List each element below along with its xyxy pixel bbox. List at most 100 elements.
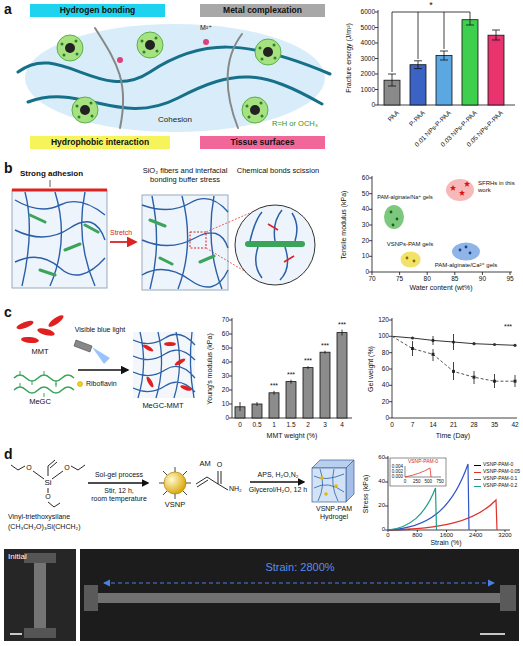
crosslink-schematic-part (78, 382, 83, 387)
compound-label: VSNP-PAM Hydrogel (303, 505, 365, 521)
callout: MeGC-MMT (142, 402, 183, 411)
callout: Riboflavin (86, 380, 117, 388)
significance-mark: *** (304, 357, 312, 365)
synthesis-scheme-part (11, 460, 85, 507)
stretch-schematic-part (150, 220, 214, 264)
youngs-bar-chart-part-part (320, 352, 330, 418)
stress-strain-chart (385, 456, 510, 532)
tick-label: 80 (382, 349, 389, 356)
synthesis-scheme-part-part (334, 484, 338, 488)
synthesis-scheme (11, 460, 354, 507)
label-bar: Hydrogen bonding (30, 4, 165, 17)
tick-label: 500 (425, 479, 433, 484)
crosslink-schematic-part-part (180, 384, 193, 392)
tick-label: 60 (378, 454, 385, 461)
axis-title: Young's modulus (kPa) (206, 333, 214, 405)
crosslink-schematic-part-part (21, 336, 39, 344)
stretch-schematic-part (12, 189, 107, 192)
stretch-photo-part (84, 585, 98, 611)
gel-weight-chart-part-part (411, 336, 414, 339)
stretch-schematic-part (142, 195, 228, 290)
tick-label: 0 (390, 421, 394, 428)
tick-label: 21 (450, 421, 457, 428)
panel-letter: a (4, 1, 12, 17)
gel-weight-chart-part (411, 336, 517, 382)
stretch-photo-part (10, 633, 22, 635)
modulus-scatter-part (446, 179, 474, 201)
note: R=H or OCH₃ (272, 120, 318, 129)
atom-label: O (45, 493, 50, 501)
axis-title: Fracture energy (J/m²) (345, 23, 353, 93)
callout: Chemical bonds scission (237, 167, 320, 176)
reaction-condition: room temperature (91, 495, 147, 503)
adhesion-schematic-part (25, 24, 325, 132)
youngs-bar-chart-part (235, 333, 347, 418)
tick-label: 3000 (361, 55, 375, 62)
crosslink-schematic-part-part (47, 313, 65, 328)
stretch-schematic-part (110, 241, 136, 243)
tick-label: 1000 (361, 86, 375, 93)
atom-label: O (64, 464, 69, 472)
adhesion-schematic-part (242, 97, 268, 123)
tick-label: 800 (412, 532, 422, 539)
tick-label: 0.002 (392, 469, 403, 474)
reaction-condition: APS, H₂O,N₂ (258, 471, 299, 479)
tick-label: 4 (340, 421, 344, 428)
axis-title: Gel weight (%) (367, 346, 375, 392)
stretch-schematic (12, 180, 315, 290)
youngs-bar-chart-part (229, 320, 232, 418)
bar-text: Tissue surfaces (230, 137, 294, 147)
tick-label: 40 (222, 358, 229, 365)
fracture-chart (375, 10, 515, 105)
tick-label: 2400 (469, 532, 482, 539)
synthesis-scheme-part (320, 476, 338, 496)
stress-strain-chart-part (388, 488, 437, 530)
stretch-photo-part (500, 585, 516, 611)
crosslink-schematic-part-part (164, 342, 176, 346)
tick-label: 3200 (498, 532, 511, 539)
significance-mark: *** (338, 321, 346, 329)
tick-label: 0 (225, 414, 229, 421)
crosslink-schematic-part (133, 332, 195, 398)
tick-label: 50 (362, 190, 369, 197)
category-label: PAA (386, 109, 400, 123)
tick-label: 1600 (440, 532, 453, 539)
adhesion-schematic-part (72, 97, 98, 123)
stretch-schematic-part (190, 232, 206, 248)
axis-title: Stress (kPa) (362, 475, 370, 514)
tick-label: 5000 (361, 24, 375, 31)
youngs-bar-chart-part (232, 318, 233, 418)
adhesion-schematic-part (18, 28, 330, 128)
youngs-bar-chart-part-part (286, 382, 296, 418)
modulus-scatter-part (459, 246, 472, 255)
crosslink-schematic-part (16, 313, 66, 343)
significance-mark: *** (321, 342, 329, 350)
modulus-scatter-part-part (406, 257, 409, 260)
legend-line (474, 472, 481, 473)
panel-letter: d (4, 446, 13, 462)
fracture-chart-part (378, 10, 379, 105)
tick-label: 750 (436, 479, 444, 484)
adhesion-schematic-part-part (28, 77, 322, 109)
axis-title: Tensile modulus (kPa) (340, 191, 348, 260)
tick-label: 50 (222, 344, 229, 351)
gel-weight-chart-part (392, 418, 517, 419)
tick-label: 0.004 (392, 464, 403, 469)
stress-strain-chart-part (390, 458, 446, 486)
tick-label: 30 (362, 221, 369, 228)
point-label: SFRHs in this work (478, 180, 520, 194)
stretch-photo-part (104, 582, 494, 583)
label-bar: Tissue surfaces (200, 136, 325, 149)
modulus-scatter-part-part (459, 190, 465, 196)
stretch-schematic-part (250, 210, 297, 280)
tick-label: 80 (424, 275, 431, 282)
stretch-schematic-part (245, 241, 305, 247)
tick-label: 20 (362, 237, 369, 244)
gel-weight-chart-part (389, 320, 392, 418)
tick-label: 70 (222, 316, 229, 323)
tick-label: 14 (429, 421, 436, 428)
tick-label: 2000 (361, 70, 375, 77)
stretch-photo (4, 549, 519, 641)
crosslink-schematic-part (142, 342, 193, 392)
crosslink-schematic-part-part (145, 376, 154, 388)
